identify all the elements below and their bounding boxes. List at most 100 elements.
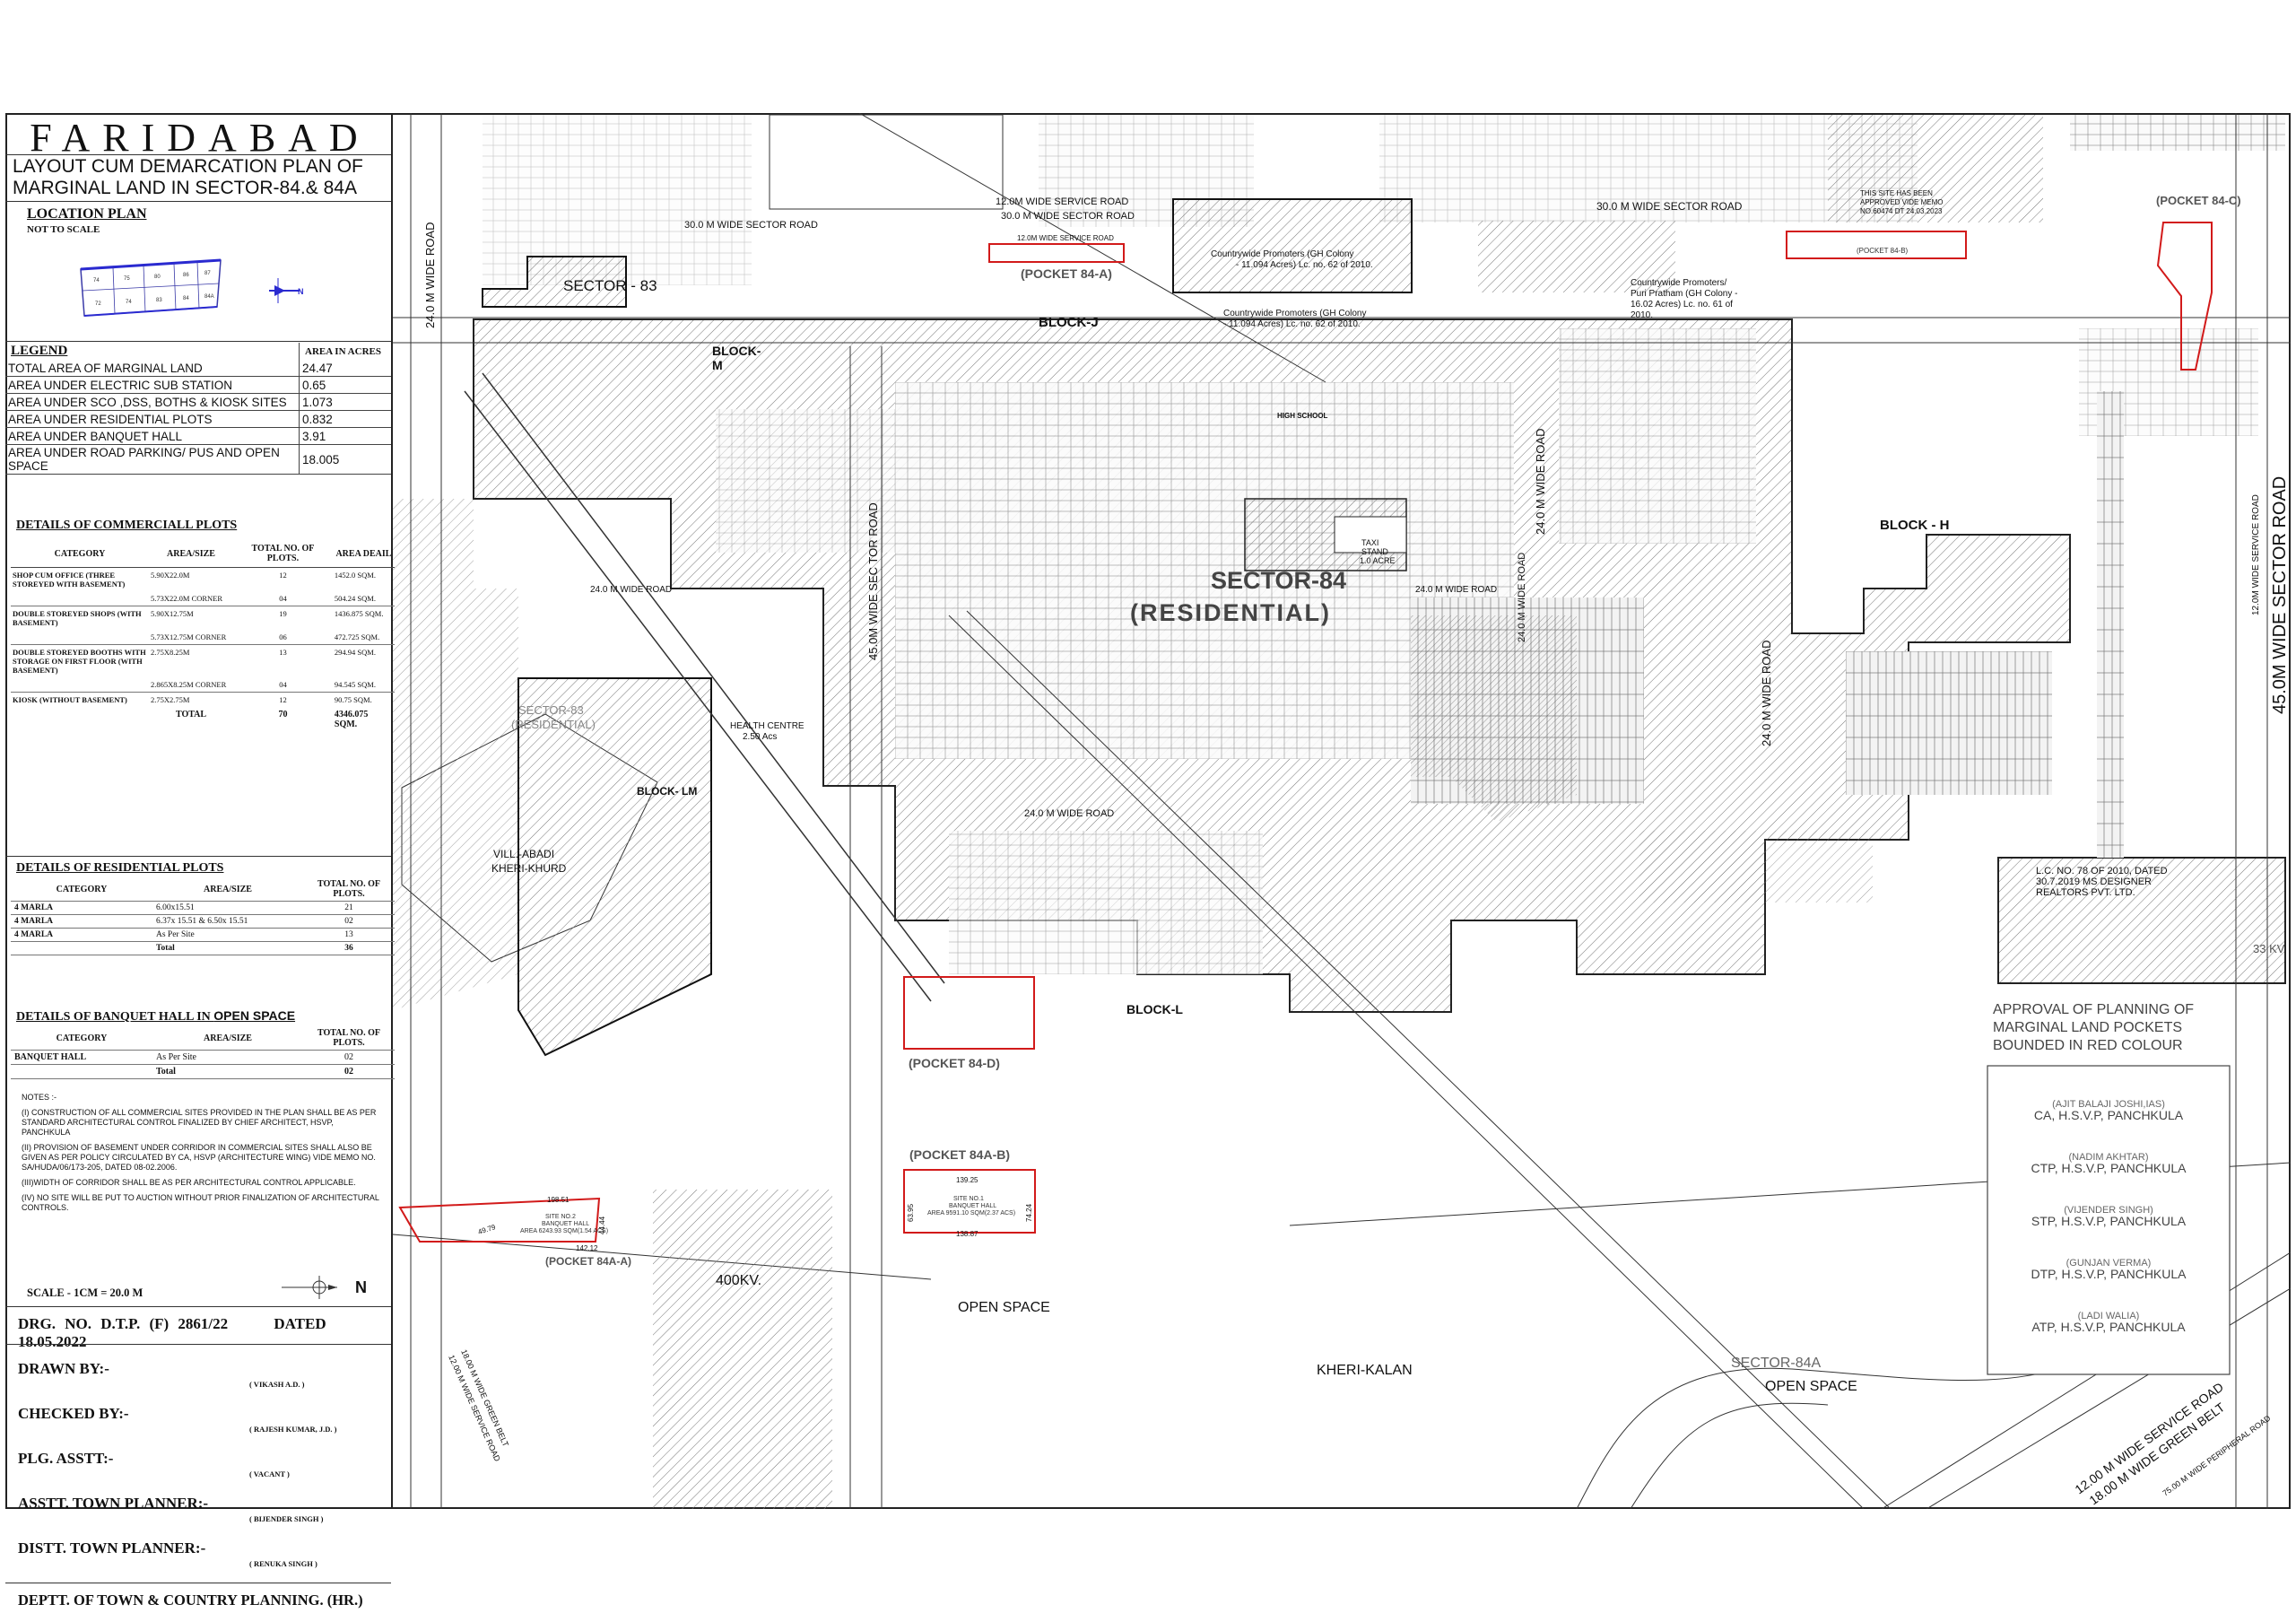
legend-value: 18.005	[299, 444, 391, 475]
location-plan-note: NOT TO SCALE	[27, 224, 100, 235]
commercial-count: 06	[233, 630, 333, 645]
signatory-name: ( VIKASH A.D. )	[249, 1380, 305, 1389]
legend-row: AREA UNDER ROAD PARKING/ PUS AND OPEN SP…	[5, 444, 391, 475]
scale-text: SCALE - 1CM = 20.0 M	[27, 1286, 144, 1299]
countrywide-3b: Puri Pratham (GH Colony -	[1631, 289, 1737, 299]
commercial-total-count: 70	[278, 710, 288, 719]
drawing-number: DRG. NO. D.T.P. (F) 2861/22 DATED 18.05.…	[18, 1315, 391, 1351]
site-banquet-1b: BANQUET HALL	[949, 1203, 996, 1209]
signatory-role: CHECKED BY:-	[18, 1405, 129, 1422]
sector-84-title: SECTOR-84	[1211, 567, 1346, 594]
signatory-role: PLG. ASSTT:-	[18, 1450, 114, 1467]
banquet-total-label: Total	[152, 1064, 303, 1079]
road-45m-right: 45.0M WIDE SECTOR ROAD	[2270, 476, 2290, 714]
approver-title: STP, H.S.V.P, PANCHKULA	[2031, 1214, 2187, 1228]
site-banquet-2c: AREA 6243.93 SQM(1.54 ACS)	[520, 1228, 608, 1234]
legend-label: AREA UNDER BANQUET HALL	[5, 427, 300, 445]
dim-139: 139.25	[956, 1176, 978, 1184]
site-banquet-1c: AREA 9591.10 SQM(2.37 ACS)	[927, 1210, 1015, 1216]
banquet-column-header: CATEGORY	[11, 1026, 152, 1051]
road-24m-v4: 24.0 M WIDE ROAD	[1760, 641, 1773, 746]
lc-note-3: REALTORS PVT. LTD.	[2036, 887, 2135, 898]
divider	[5, 341, 391, 342]
road-12m-bottom: 12.00 M WIDE SERVICE ROAD	[2072, 1380, 2226, 1497]
commercial-area: 1452.0 SQM.	[334, 571, 376, 580]
legend-value: 0.832	[299, 410, 391, 428]
commercial-category: DOUBLE STOREYED BOOTHS WITH STORAGE ON F…	[13, 648, 146, 675]
commercial-size: 2.865X8.25M CORNER	[149, 677, 233, 693]
residential-size: As Per Site	[152, 928, 303, 942]
note-item: (I) CONSTRUCTION OF ALL COMMERCIAL SITES…	[22, 1108, 377, 1137]
divider	[5, 1306, 391, 1307]
commercial-count: 04	[233, 677, 333, 693]
banquet-heading: DETAILS OF BANQUET HALL IN OPEN SPACE	[16, 1008, 296, 1024]
countrywide-3d: 2010.	[1631, 310, 1653, 320]
road-12m-service-2: 12.0M WIDE SERVICE ROAD	[1017, 234, 1114, 242]
sector-84-subtitle: (RESIDENTIAL)	[1130, 599, 1331, 626]
lc-note-1: L.C. NO. 78 OF 2010, DATED	[2036, 866, 2168, 876]
north-arrow-icon: N	[269, 278, 304, 303]
commercial-category	[11, 630, 149, 645]
residential-category: 4 MARLA	[11, 901, 152, 915]
legend-label: AREA UNDER RESIDENTIAL PLOTS	[5, 410, 300, 428]
approved-memo-3: NO.60474 DT 24.03.2023	[1860, 207, 1943, 215]
health-centre-area: 2.50 Acs	[743, 732, 777, 742]
commercial-heading: DETAILS OF COMMERCIALL PLOTS	[16, 519, 238, 532]
legend-value: 1.073	[299, 393, 391, 411]
residential-size: 6.37x 15.51 & 6.50x 15.51	[152, 914, 303, 929]
site-banquet-2b: BANQUET HALL	[542, 1221, 589, 1227]
divider	[5, 201, 391, 202]
commercial-size: 2.75X8.25M	[151, 648, 190, 657]
countrywide-2b: - 11.094 Acres) Lc. no. 62 of 2010.	[1223, 319, 1361, 329]
residential-count: 21	[303, 901, 395, 915]
dim-74: 74.24	[1025, 1203, 1033, 1222]
approver-title: DTP, H.S.V.P, PANCHKULA	[2031, 1267, 2187, 1281]
approver-name: (NADIM AKHTAR)	[2068, 1152, 2148, 1163]
health-centre-label: HEALTH CENTRE	[730, 721, 804, 731]
commercial-column-header: CATEGORY	[11, 540, 149, 568]
drawing-no: DRG. NO. D.T.P. (F) 2861/22	[18, 1315, 229, 1332]
open-space-84a: OPEN SPACE	[1765, 1379, 1857, 1394]
signatory-name: ( VACANT )	[249, 1469, 290, 1478]
400kv-zone	[653, 1190, 832, 1509]
commercial-size: 5.73X22.0M CORNER	[149, 591, 233, 606]
pocket-84c-label: (POCKET 84-C)	[2156, 194, 2241, 207]
banquet-count: 02	[303, 1050, 395, 1065]
pocket-84aa-label: (POCKET 84A-A)	[545, 1255, 631, 1268]
countrywide-3: Countrywide Promoters/	[1631, 278, 1726, 288]
commercial-count: 12	[279, 695, 287, 704]
svg-text:83: 83	[156, 298, 162, 303]
signatory-role: DISTT. TOWN PLANNER:-	[18, 1539, 206, 1557]
approval-line-2: MARGINAL LAND POCKETS	[1993, 1020, 2182, 1035]
svg-text:N: N	[355, 1278, 367, 1296]
dim-198: 198.51	[547, 1196, 570, 1204]
legend-label: AREA UNDER ELECTRIC SUB STATION	[5, 376, 300, 394]
table-row: DOUBLE STOREYED SHOPS (WITH BASEMENT)5.9…	[11, 606, 395, 631]
road-45m-vertical: 45.0M WIDE SEC TOR ROAD	[866, 502, 880, 660]
commercial-area: 1436.875 SQM.	[334, 609, 384, 618]
commercial-size: 5.90X12.75M	[151, 609, 194, 618]
svg-text:74: 74	[126, 300, 132, 305]
dim-63: 63.95	[907, 1203, 915, 1222]
road-12m-service-top: 12.0M WIDE SERVICE ROAD	[996, 196, 1128, 207]
commercial-count: 13	[279, 648, 287, 657]
note-item: (II) PROVISION OF BASEMENT UNDER CORRIDO…	[22, 1143, 376, 1172]
approved-memo-2: APPROVED VIDE MEMO	[1860, 198, 1943, 206]
33kv-label: 33 KV	[2253, 942, 2285, 955]
legend-label: TOTAL AREA OF MARGINAL LAND	[5, 360, 300, 377]
vill-abadi-label: VILL.-ABADI	[493, 848, 554, 860]
block-lm-label: BLOCK- LM	[637, 785, 697, 798]
countrywide-1b: - 11.094 Acres) Lc. no. 62 of 2010.	[1236, 260, 1373, 270]
sector-83-res-sub: (RESIDENTIAL)	[511, 718, 596, 731]
svg-text:N: N	[298, 287, 304, 296]
commercial-column-header: AREA/SIZE	[149, 540, 233, 568]
sector-83-res-label: SECTOR-83	[518, 703, 584, 717]
legend-heading: LEGEND	[11, 344, 68, 358]
